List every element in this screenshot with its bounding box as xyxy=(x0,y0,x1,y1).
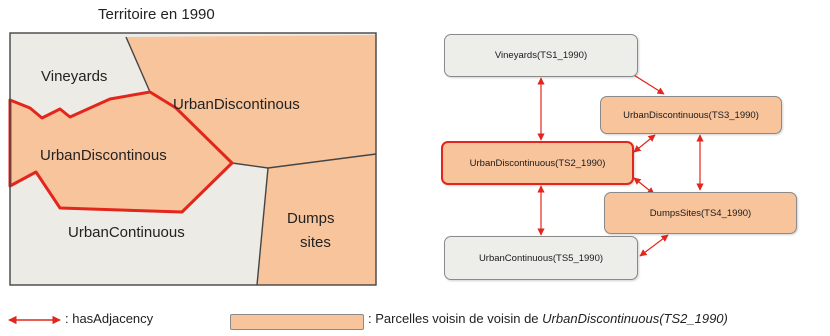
node-ts3-label: UrbanDiscontinuous(TS3_1990) xyxy=(623,109,759,121)
node-ts5: UrbanContinuous(TS5_1990) xyxy=(444,236,638,280)
region-urban-discontinous-focus xyxy=(10,92,232,212)
label-urban-discontinous-focus: UrbanDiscontinous xyxy=(40,147,167,164)
territory-map: Vineyards UrbanDiscontinous UrbanDiscont… xyxy=(8,32,377,286)
node-ts2-label: UrbanDiscontinuous(TS2_1990) xyxy=(469,157,606,169)
legend-parcels-prefix: : Parcelles voisin de voisin de xyxy=(368,311,543,326)
label-sites: sites xyxy=(300,234,331,251)
region-dumps-sites xyxy=(257,154,376,285)
node-ts4: DumpsSites(TS4_1990) xyxy=(604,192,797,234)
boundary-line xyxy=(256,167,269,286)
node-ts2: UrbanDiscontinuous(TS2_1990) xyxy=(441,141,634,185)
map-title: Territoire en 1990 xyxy=(98,6,215,23)
boundary-line xyxy=(125,36,151,93)
edge-ts4-ts5 xyxy=(639,234,669,257)
focus-region-outline xyxy=(8,90,234,214)
node-ts4-label: DumpsSites(TS4_1990) xyxy=(649,207,752,219)
edge-ts2-ts3 xyxy=(633,134,656,153)
legend-parcels-focus: UrbanDiscontinuous(TS2_1990) xyxy=(542,311,728,326)
legend-adjacency-arrow-icon xyxy=(8,315,61,325)
node-ts3: UrbanDiscontinuous(TS3_1990) xyxy=(600,96,782,134)
node-ts1: Vineyards(TS1_1990) xyxy=(444,34,638,77)
node-ts1-label: Vineyards(TS1_1990) xyxy=(494,50,588,61)
legend-parcels: : Parcelles voisin de voisin de UrbanDis… xyxy=(368,311,728,326)
legend-adjacency-label: : hasAdjacency xyxy=(65,311,154,326)
legend-parcels-swatch xyxy=(230,314,364,330)
node-ts5-label: UrbanContinuous(TS5_1990) xyxy=(478,252,604,264)
label-dumps: Dumps xyxy=(287,210,335,227)
map-frame xyxy=(9,32,377,286)
label-urban-continuous: UrbanContinuous xyxy=(68,224,185,241)
edge-ts2-ts4 xyxy=(633,177,655,195)
label-urban-discontinous-top: UrbanDiscontinous xyxy=(173,96,300,113)
label-vineyards: Vineyards xyxy=(41,68,107,85)
region-urban-discontinous-top xyxy=(126,35,376,168)
